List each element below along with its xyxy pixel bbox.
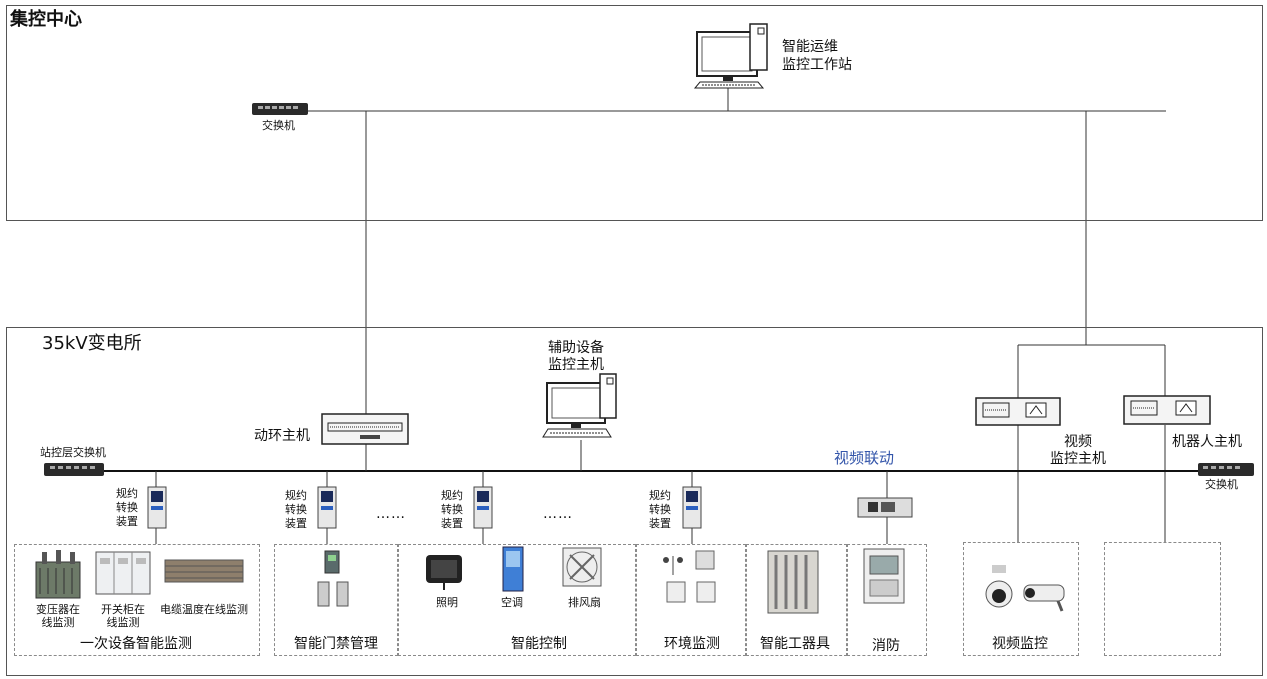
switchgear-icon <box>96 552 150 594</box>
item-transformer-label: 变压器在 线监测 <box>36 603 80 629</box>
access-card-reader-icon <box>318 551 348 606</box>
bullet-camera-icon <box>1024 585 1064 611</box>
item-fan-label: 排风扇 <box>568 596 601 609</box>
exhaust-fan-icon <box>563 548 601 586</box>
air-conditioner-icon <box>503 547 523 591</box>
group-primary-title: 一次设备智能监测 <box>80 636 192 652</box>
weather-sensor-icon <box>663 551 715 602</box>
group-environment-title: 环境监测 <box>664 636 720 652</box>
fire-panel-icon <box>864 549 904 603</box>
tool-cabinet-icon <box>768 551 818 613</box>
group-access-title: 智能门禁管理 <box>294 636 378 652</box>
item-ac-label: 空调 <box>501 596 523 609</box>
cable-tray-icon <box>165 560 243 582</box>
floodlight-icon <box>426 555 462 590</box>
group-fire-title: 消防 <box>872 638 900 654</box>
group-tools-title: 智能工器具 <box>760 636 830 652</box>
item-cable-label: 电缆温度在线监测 <box>160 603 248 616</box>
ptz-camera-icon <box>986 565 1012 607</box>
item-lighting-label: 照明 <box>436 596 458 609</box>
item-switchgear-label: 开关柜在 线监测 <box>101 603 145 629</box>
group-video-title: 视频监控 <box>992 636 1048 652</box>
group-control-title: 智能控制 <box>511 636 567 652</box>
transformer-icon <box>36 550 80 598</box>
